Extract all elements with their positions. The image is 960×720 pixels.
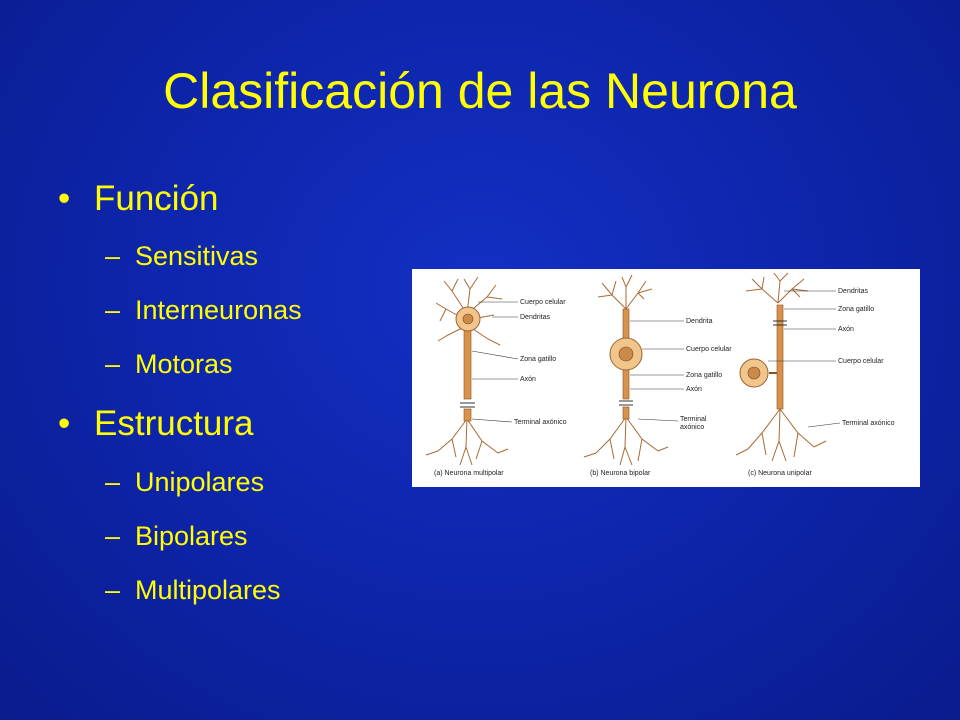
sub-bullet-label: Sensitivas (135, 241, 259, 271)
label-terminal-axonico: Terminal axónico (842, 420, 895, 427)
axon-terminals (425, 408, 827, 466)
bipolar-dendrites (597, 274, 653, 310)
cell-bodies (455, 306, 769, 388)
label-zona-gatillo: Zona gatillo (838, 306, 874, 313)
bullet-dot: • (58, 179, 71, 218)
label-dendritas: Dendritas (838, 288, 868, 295)
label-cuerpo-celular: Cuerpo celular (686, 346, 732, 353)
label-axon: Axón (838, 326, 854, 333)
bullet-estructura-label: Estructura (94, 404, 254, 443)
bullet-dash: – (105, 575, 121, 605)
bullet-funcion-label: Función (94, 179, 219, 218)
caption-bipolar: (b) Neurona bipolar (590, 470, 651, 477)
bullet-dash: – (105, 521, 121, 551)
sub-bullet-interneuronas: –Interneuronas (105, 290, 302, 330)
sub-bullet-multipolares: –Multipolares (105, 570, 281, 610)
bullet-funcion: • Función (58, 174, 219, 224)
sub-bullet-bipolares: –Bipolares (105, 516, 248, 556)
caption-unipolar: (c) Neurona unipolar (748, 470, 812, 477)
bullet-estructura: • Estructura (58, 399, 254, 449)
axons (460, 304, 787, 422)
neuron-diagram: Cuerpo celular Dendritas Zona gatillo Ax… (425, 272, 895, 477)
label-zona-gatillo: Zona gatillo (520, 356, 556, 363)
label-terminal: Terminal (680, 416, 707, 423)
sub-bullet-motoras: –Motoras (105, 344, 233, 384)
slide-title: Clasificación de las Neurona (163, 63, 797, 119)
label-axon: Axón (686, 386, 702, 393)
label-axon: Axón (520, 376, 536, 383)
sub-bullet-sensitivas: –Sensitivas (105, 236, 258, 276)
sub-bullet-label: Interneuronas (135, 295, 302, 325)
bullet-dash: – (105, 467, 121, 497)
bullet-dash: – (105, 295, 121, 325)
multipolar-dendrites (435, 276, 503, 346)
caption-multipolar: (a) Neurona multipolar (434, 470, 504, 477)
label-dendritas: Dendritas (520, 314, 550, 321)
label-dendrita: Dendrita (686, 318, 713, 325)
label-terminal-axonico: Terminal axónico (514, 419, 567, 426)
label-axonico: axónico (680, 424, 704, 431)
sub-bullet-label: Unipolares (135, 467, 265, 497)
unipolar-dendrites (745, 272, 809, 304)
label-cuerpo-celular: Cuerpo celular (520, 299, 566, 306)
label-cuerpo-celular: Cuerpo celular (838, 358, 884, 365)
neuron-types-figure: Cuerpo celular Dendritas Zona gatillo Ax… (412, 269, 920, 487)
label-zona-gatillo: Zona gatillo (686, 372, 722, 379)
sub-bullet-label: Multipolares (135, 575, 281, 605)
bullet-dot: • (58, 404, 71, 443)
sub-bullet-label: Bipolares (135, 521, 248, 551)
bullet-dash: – (105, 349, 121, 379)
bullet-dash: – (105, 241, 121, 271)
leader-lines (471, 290, 841, 428)
sub-bullet-label: Motoras (135, 349, 233, 379)
sub-bullet-unipolares: –Unipolares (105, 462, 264, 502)
